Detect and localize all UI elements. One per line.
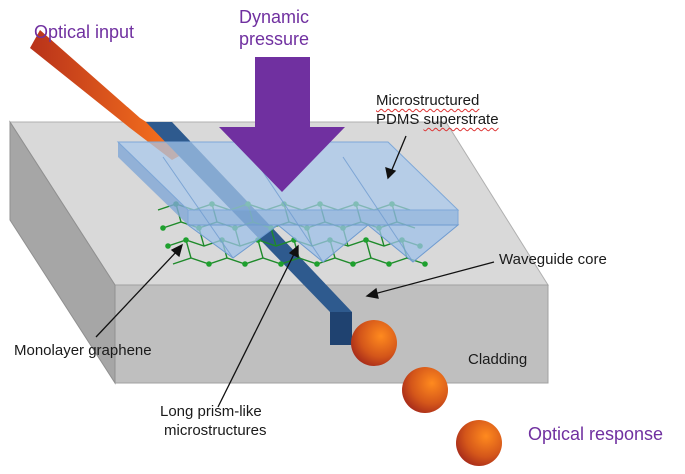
- pressure-arrow: [219, 57, 345, 192]
- prism-line1: Long prism-like: [160, 403, 262, 420]
- optical-input-label: Optical input: [34, 22, 135, 42]
- output-spot-1: [351, 320, 397, 366]
- optical-input-beam: [30, 30, 190, 160]
- superstrate-word2: PDMS: [376, 111, 420, 128]
- superstrate-leader: [390, 135, 407, 173]
- waveguide-core-front: [330, 312, 352, 345]
- optical-response-label: Optical response: [528, 424, 664, 444]
- waveguide-leader: [373, 261, 495, 295]
- superstrate-line2: PDMS superstrate: [376, 110, 499, 129]
- output-spot-2: [402, 367, 448, 413]
- dynamic-pressure-line2: pressure: [238, 29, 310, 49]
- prism-leader: [217, 251, 296, 408]
- prism-line2: microstructures: [164, 422, 267, 439]
- prism-microstructures-label: Long prism-like microstructures: [160, 402, 267, 440]
- monolayer-graphene-label: Monolayer graphene: [14, 342, 152, 359]
- optical-response-spots: [351, 320, 502, 466]
- prism-microstructures: [186, 224, 460, 263]
- leader-arrows: [95, 135, 495, 408]
- prism-ridge-lines: [162, 156, 414, 263]
- superstrate-side-face: [118, 142, 188, 225]
- dynamic-pressure-line1: Dynamic: [238, 7, 309, 27]
- prism-2: [276, 224, 370, 263]
- prism-3: [366, 224, 460, 263]
- superstrate-label: Microstructured PDMS superstrate: [376, 91, 499, 129]
- graphene-leader: [95, 249, 179, 338]
- waveguide-core-label: Waveguide core: [499, 251, 607, 268]
- output-spot-3: [456, 420, 502, 466]
- substrate-side-face: [9, 120, 116, 385]
- dynamic-pressure-label: Dynamic pressure: [224, 6, 324, 50]
- cladding-label: Cladding: [468, 351, 528, 368]
- superstrate-word1: Microstructured: [376, 92, 480, 109]
- prism-1: [186, 224, 280, 259]
- superstrate-word3: superstrate: [423, 111, 499, 128]
- superstrate-front-face: [187, 209, 459, 226]
- superstrate-line1: Microstructured: [376, 91, 499, 110]
